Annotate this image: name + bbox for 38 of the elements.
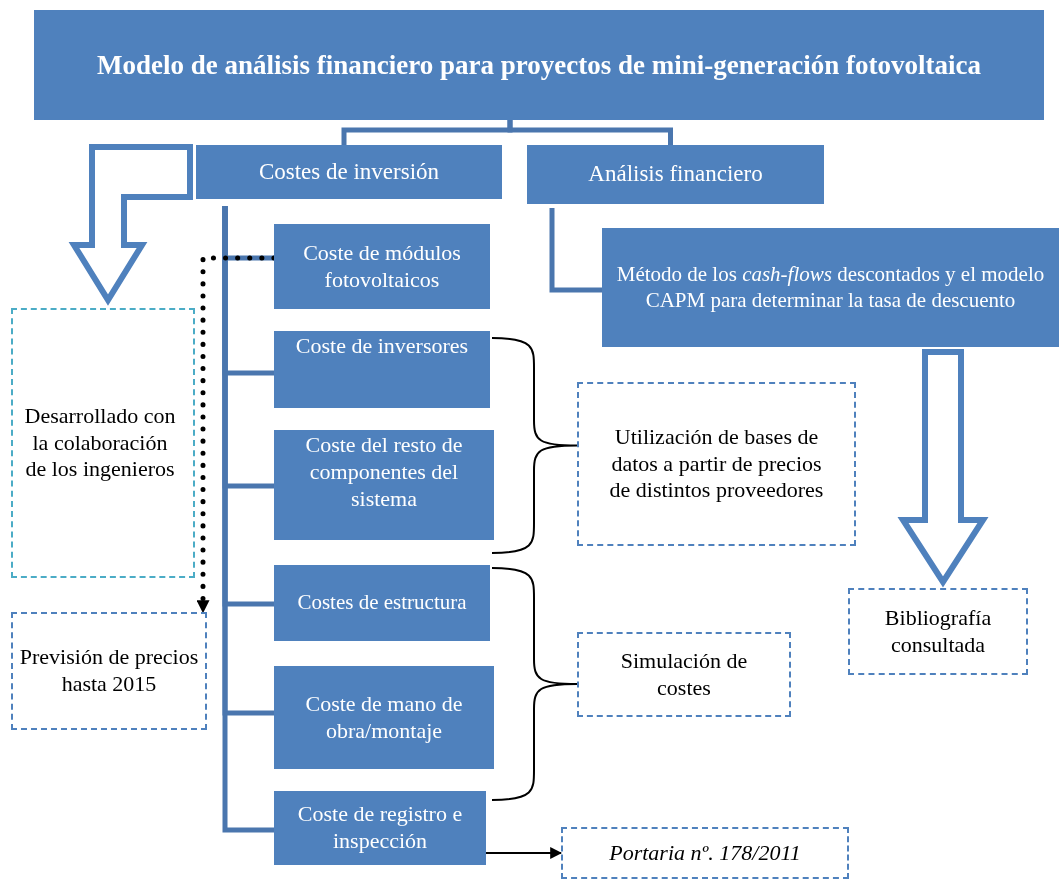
connector-line — [507, 120, 673, 145]
note-box — [11, 308, 195, 578]
box-label: Coste del resto de componentes del sistema — [304, 432, 464, 513]
note-box — [577, 632, 791, 717]
note-text: Bibliografía consultada — [883, 604, 993, 659]
process-box — [274, 331, 490, 408]
box-label: Coste de registro e inspección — [296, 801, 464, 855]
block-arrow — [897, 349, 989, 588]
process-box — [274, 224, 490, 309]
process-box — [34, 10, 1044, 120]
box-label: Costes de inversión — [258, 157, 440, 186]
box-label: Método de los cash-flows descontados y el modelo CAPM para determinar la tasa de descuento — [615, 261, 1046, 314]
process-box — [527, 145, 824, 204]
connector-line — [222, 206, 274, 833]
process-box — [274, 791, 486, 865]
note-text: Previsión de precios hasta 2015 — [18, 644, 200, 698]
note-text: Desarrollado con la colaboración de los ingenieros — [23, 402, 177, 484]
process-box — [274, 565, 490, 641]
arrow — [485, 847, 563, 859]
box-label: Modelo de análisis financiero para proyectos de mini-generación fotovoltaica — [97, 48, 981, 82]
process-box — [274, 666, 494, 769]
process-box — [196, 145, 502, 199]
process-box — [274, 430, 494, 540]
note-text: Utilización de bases de datos a partir de precios de distintos proveedores — [608, 423, 825, 505]
box-label: Análisis financiero — [588, 160, 763, 189]
box-label: Costes de estructura — [297, 590, 467, 616]
note-text: Portaria nº. 178/2011 — [609, 839, 801, 867]
block-arrow — [68, 144, 193, 306]
note-box — [11, 612, 207, 730]
note-text: Simulación de costes — [619, 647, 749, 702]
note-box — [848, 588, 1028, 675]
note-box — [577, 382, 856, 546]
process-box — [602, 228, 1059, 347]
note-box — [561, 827, 849, 879]
box-label: Coste de inversores — [295, 333, 469, 360]
box-label: Coste de mano de obra/montaje — [304, 690, 464, 745]
box-label: Coste de módulos fotovoltaicos — [302, 239, 462, 294]
connector-line — [549, 208, 602, 293]
